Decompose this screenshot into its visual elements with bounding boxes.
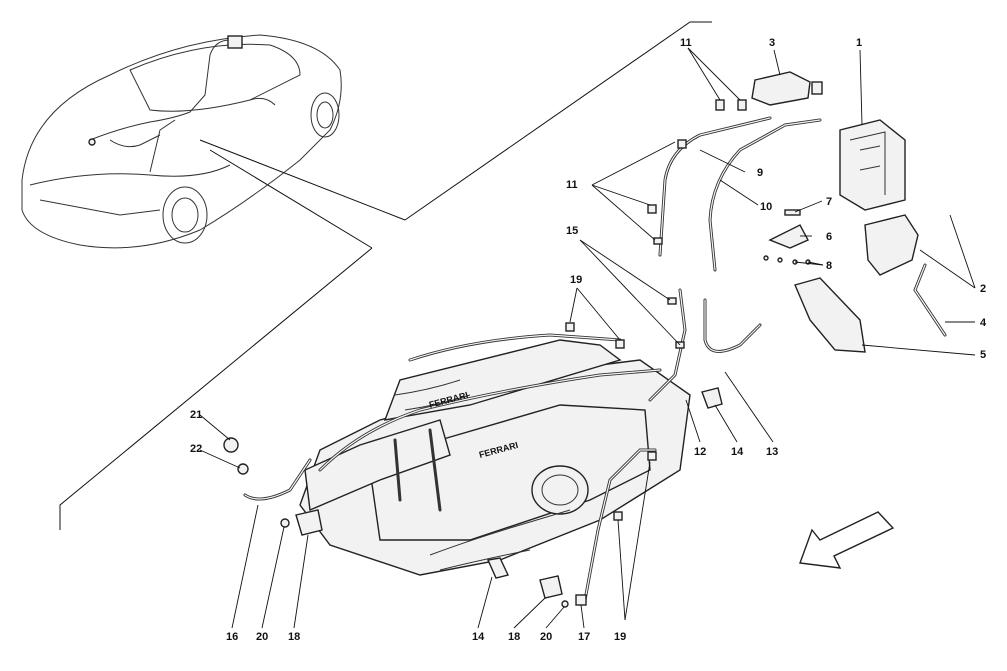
callout-7: 7 <box>826 196 832 208</box>
callout-22: 22 <box>190 443 202 455</box>
callout-18-right: 18 <box>508 631 520 643</box>
callout-21: 21 <box>190 409 202 421</box>
callout-4: 4 <box>980 317 987 329</box>
part-3-bracket <box>751 71 823 106</box>
part-1-canister <box>839 119 906 211</box>
callout-20-right: 20 <box>540 631 552 643</box>
callout-14-bottom: 14 <box>472 631 485 643</box>
callout-19-bottom: 19 <box>614 631 626 643</box>
pipe-12 <box>648 288 687 402</box>
part-2-bracket <box>864 214 919 276</box>
engine-assembly: FERRARI FERRARI <box>299 333 691 576</box>
callout-3: 3 <box>769 37 775 49</box>
pipe-16 <box>243 458 312 501</box>
callout-18-left: 18 <box>288 631 300 643</box>
part-6-bracket <box>763 209 811 265</box>
part-5-shield <box>794 277 866 353</box>
pipe-17 <box>583 448 657 602</box>
callout-19-top: 19 <box>570 274 582 286</box>
callouts: 1 2 3 4 5 6 7 8 9 10 11 11 12 13 14 14 1… <box>190 37 987 643</box>
inset-frame <box>59 21 712 530</box>
callout-11-left: 11 <box>566 179 578 191</box>
callout-17: 17 <box>578 631 590 643</box>
pipe-13 <box>703 298 762 353</box>
callout-14-right: 14 <box>731 446 744 458</box>
callout-10: 10 <box>760 201 772 213</box>
callout-2: 2 <box>980 283 986 295</box>
callout-9: 9 <box>757 167 763 179</box>
callout-8: 8 <box>826 260 832 272</box>
callout-5: 5 <box>980 349 986 361</box>
direction-arrow-icon <box>799 511 895 569</box>
callout-15: 15 <box>566 225 578 237</box>
callout-12: 12 <box>694 446 706 458</box>
pipe-9 <box>658 116 772 257</box>
part-4-hose <box>913 263 947 337</box>
callout-13: 13 <box>766 446 778 458</box>
callout-16: 16 <box>226 631 238 643</box>
callout-11-top: 11 <box>680 37 692 49</box>
pipe-10 <box>708 118 822 272</box>
callout-1: 1 <box>856 37 862 49</box>
callout-6: 6 <box>826 231 832 243</box>
callout-20-left: 20 <box>256 631 268 643</box>
car-illustration-icon <box>21 34 342 249</box>
leader-lines <box>199 47 976 629</box>
